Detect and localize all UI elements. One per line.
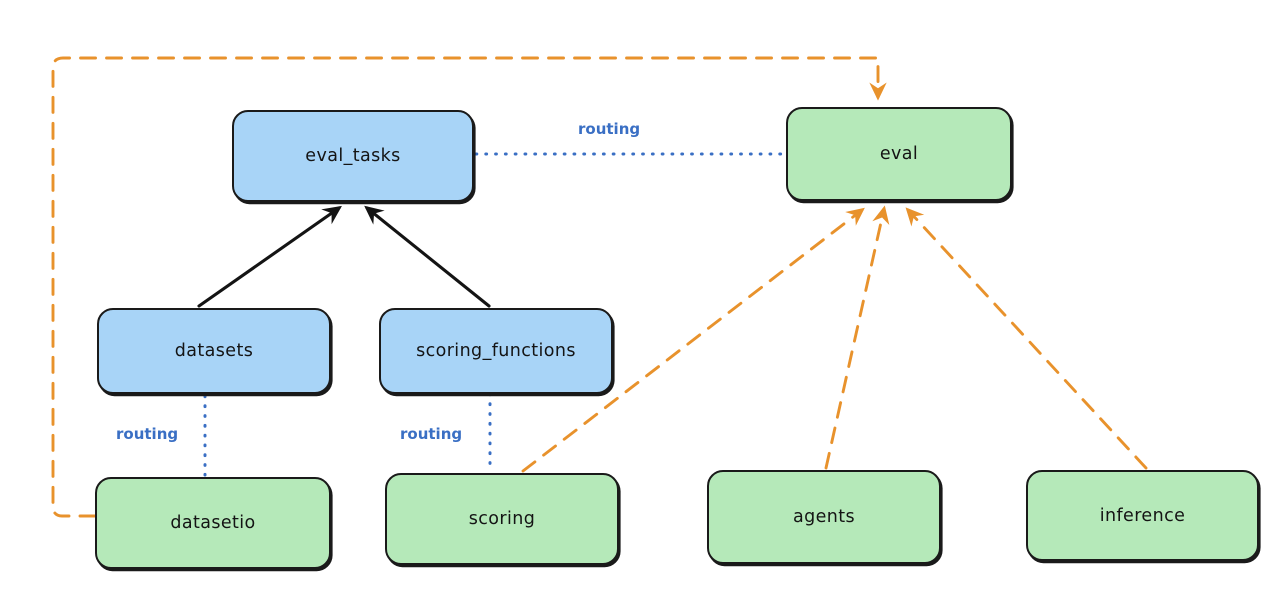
node-label-agents: agents [792,507,856,527]
node-agents[interactable]: agents [707,470,941,564]
node-label-scoring-functions: scoring_functions [416,341,576,361]
node-datasets[interactable]: datasets [97,308,331,394]
node-datasetio[interactable]: datasetio [95,477,331,569]
edge-agents-eval [824,205,890,470]
node-label-scoring: scoring [468,509,536,529]
edge-label-routing-middle: routing [400,425,463,443]
node-label-eval: eval [879,144,919,164]
node-scoring[interactable]: scoring [385,473,619,565]
edge-label-routing-top: routing [578,120,641,138]
node-scoring-functions[interactable]: scoring_functions [379,308,613,394]
node-eval-tasks[interactable]: eval_tasks [232,110,474,202]
node-label-datasets: datasets [174,341,254,361]
node-inference[interactable]: inference [1026,470,1259,561]
edge-scoring-functions-eval-tasks [364,205,491,308]
node-label-datasetio: datasetio [170,513,256,533]
node-label-eval-tasks: eval_tasks [305,146,401,166]
edge-datasets-eval-tasks [197,205,342,308]
node-label-inference: inference [1099,505,1186,526]
edge-label-routing-left: routing [116,425,179,443]
edge-datasetio-eval [51,56,887,518]
edge-scoring-eval [521,207,865,473]
node-eval[interactable]: eval [786,107,1012,201]
edge-inference-eval [905,207,1148,470]
